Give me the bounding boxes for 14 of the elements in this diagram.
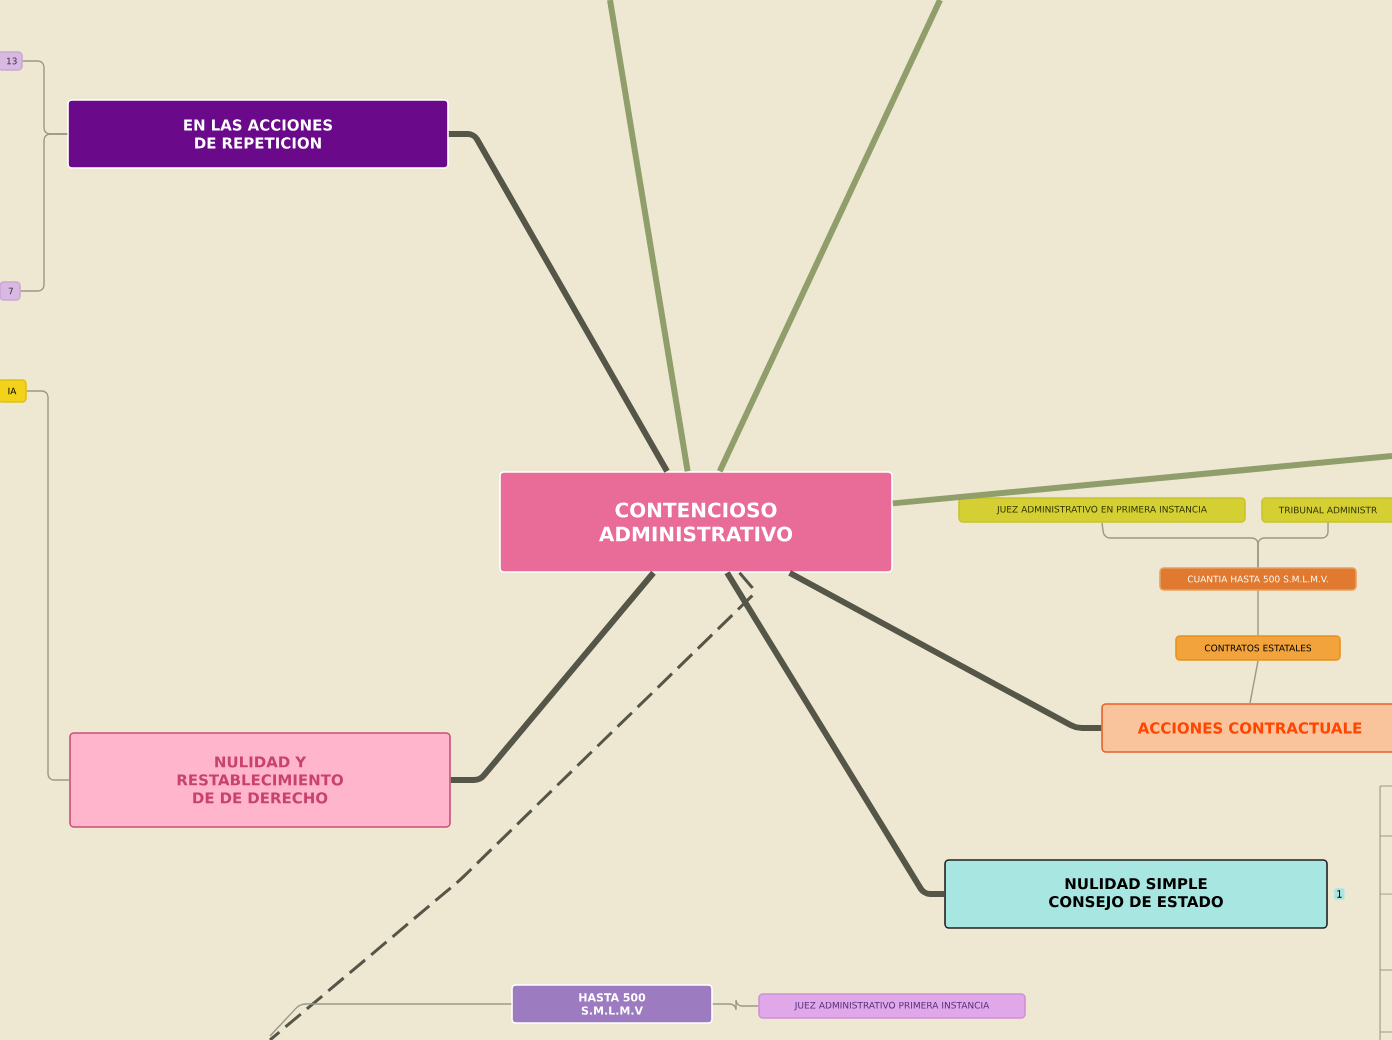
connector bbox=[1249, 660, 1259, 704]
connector bbox=[269, 571, 755, 1040]
connector bbox=[788, 570, 1102, 731]
connector bbox=[1257, 590, 1259, 636]
connector bbox=[448, 131, 670, 473]
connector bbox=[717, 0, 943, 473]
connector bbox=[607, 0, 691, 472]
topic-box: CONTENCIOSO ADMINISTRATIVO bbox=[499, 471, 893, 573]
connector bbox=[20, 133, 68, 292]
connector bbox=[724, 571, 945, 897]
connector bbox=[892, 453, 1392, 507]
connector bbox=[712, 999, 759, 1011]
connector bbox=[269, 1003, 512, 1037]
connector bbox=[450, 570, 656, 783]
